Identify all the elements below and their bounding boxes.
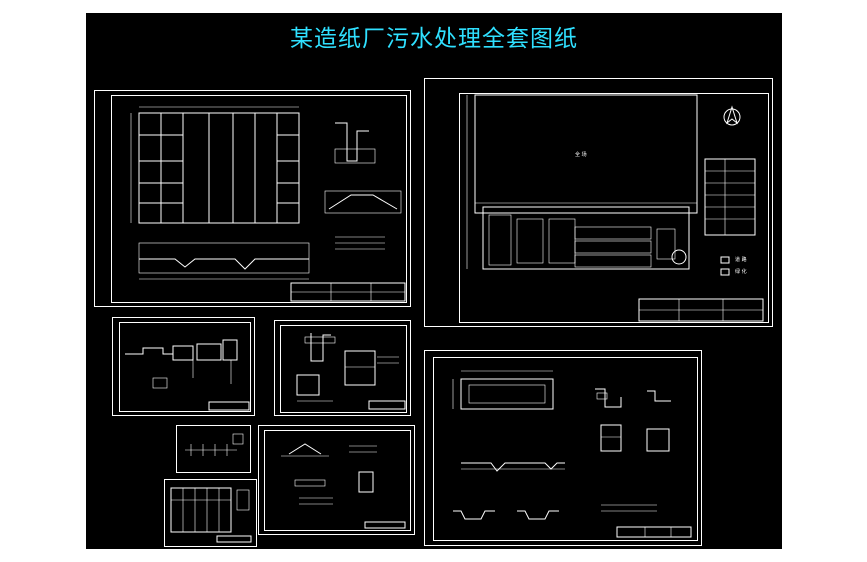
- site-area-label: 全 场: [575, 152, 587, 158]
- site-plan-drawing: [466, 94, 764, 322]
- tank-plan-drawing: [130, 106, 406, 302]
- page-title: 某造纸厂污水处理全套图纸: [290, 26, 578, 52]
- cad-viewport[interactable]: 某造纸厂污水处理全套图纸: [86, 13, 782, 549]
- sheet-sludge-detail[interactable]: [274, 320, 411, 416]
- sheet-filter-basin[interactable]: [164, 479, 257, 547]
- sheet-sedimentation-tank[interactable]: [424, 350, 702, 546]
- legend-item-road: 道 路: [735, 257, 747, 263]
- sedimentation-tank-drawing: [452, 370, 692, 538]
- pipeline-drawing: [185, 433, 244, 456]
- process-flow-drawing: [125, 339, 250, 411]
- sheet-pipeline[interactable]: [176, 425, 251, 473]
- filter-basin-drawing: [170, 487, 252, 543]
- dosing-room-drawing: [281, 443, 406, 529]
- sheet-dosing-room[interactable]: [258, 425, 415, 535]
- sheet-process-flow[interactable]: [112, 317, 255, 416]
- sludge-detail-drawing: [296, 333, 406, 410]
- legend-item-green: 绿 化: [735, 269, 747, 275]
- sheet-site-plan[interactable]: 全 场 道 路 绿 化: [424, 78, 773, 327]
- sheet-tank-plan[interactable]: [94, 90, 411, 307]
